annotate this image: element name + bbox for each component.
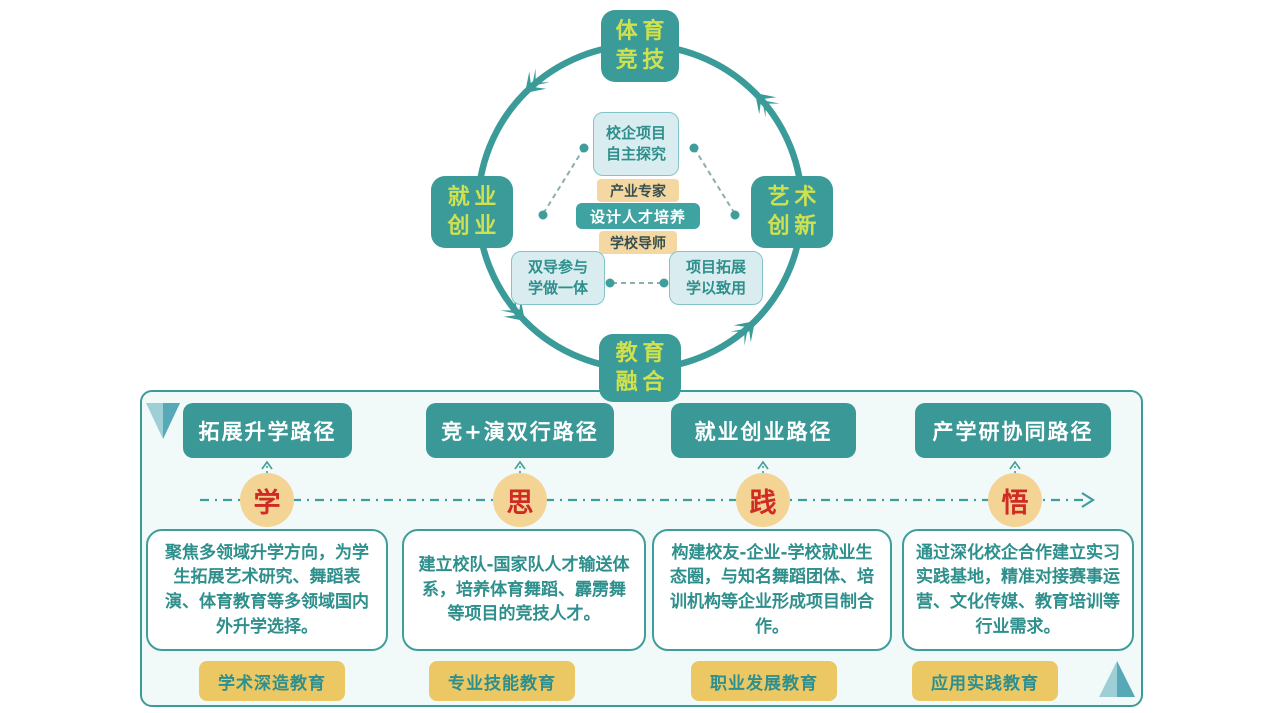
cycle-node-employment-line1: 就业: [447, 184, 502, 210]
stage-circle-practice: 践: [736, 473, 790, 527]
flow-arrowhead-icon: [1081, 492, 1096, 508]
connector-dot-icons: [538, 143, 740, 288]
category-vocational-skill-education: 专业技能教育: [429, 661, 575, 701]
inner-box-project-expansion-line1: 项目拓展: [685, 258, 746, 276]
inner-dashed-connectors: [542, 147, 736, 284]
cycle-node-education-line1: 教育: [615, 340, 670, 366]
inner-box-project-inquiry-line1: 校企项目: [605, 124, 666, 142]
cycle-node-education-line2: 融合: [615, 370, 670, 395]
core-talent-cultivation: 设计人才培养: [576, 203, 700, 229]
inner-box-project-expansion-line2: 学以致用: [685, 279, 746, 297]
cycle-node-education: 教育 融合: [599, 334, 681, 402]
column-header-industry-academia: 产学研协同路径: [915, 403, 1111, 458]
cycle-node-art: 艺术 创新: [751, 176, 833, 248]
column-header-dual-track: 竞+演双行路径: [426, 403, 614, 458]
description-industry-academia: 通过深化校企合作建立实习实践基地，精准对接赛事运营、文化传媒、教育培训等行业需求…: [902, 529, 1134, 651]
tag-school-mentor: 学校导师: [599, 231, 677, 254]
corner-triangle-bottom-right-icon: [1099, 661, 1135, 697]
column-header-further-study: 拓展升学路径: [183, 403, 352, 458]
description-entrepreneurship: 构建校友-企业-学校就业生态圈，与知名舞蹈团体、培训机构等企业形成项目制合作。: [652, 529, 892, 651]
cycle-node-sports-line2: 竞技: [615, 48, 670, 73]
cycle-node-employment: 就业 创业: [431, 176, 513, 248]
cycle-node-sports: 体育 竞技: [601, 10, 679, 82]
dashed-connector-left: [542, 147, 585, 215]
category-applied-practice-education: 应用实践教育: [912, 661, 1058, 701]
inner-box-dual-mentor: 双导参与 学做一体: [511, 251, 605, 305]
column-header-entrepreneurship: 就业创业路径: [671, 403, 856, 458]
inner-box-dual-mentor-line2: 学做一体: [527, 279, 588, 297]
category-career-development-education: 职业发展教育: [691, 661, 837, 701]
column-pointer-icons: [261, 460, 1021, 475]
corner-triangle-top-left-icon: [146, 403, 180, 439]
tag-industry-expert: 产业专家: [597, 179, 679, 202]
inner-box-project-inquiry-line2: 自主探究: [605, 145, 666, 163]
cycle-node-art-line2: 创新: [767, 214, 822, 239]
description-dual-track: 建立校队-国家队人才输送体系，培养体育舞蹈、霹雳舞等项目的竞技人才。: [402, 529, 646, 651]
category-academic-education: 学术深造教育: [199, 661, 345, 701]
dashed-connector-right: [693, 147, 736, 215]
inner-box-dual-mentor-line1: 双导参与: [527, 258, 588, 276]
stage-circle-comprehend: 悟: [988, 473, 1042, 527]
cycle-node-sports-line1: 体育: [615, 18, 670, 44]
stage-circle-learn: 学: [240, 473, 294, 527]
cycle-node-employment-line2: 创业: [447, 214, 502, 239]
inner-box-project-expansion: 项目拓展 学以致用: [669, 251, 763, 305]
stage-circle-think: 思: [493, 473, 547, 527]
description-further-study: 聚焦多领域升学方向，为学生拓展艺术研究、舞蹈表演、体育教育等多领域国内外升学选择…: [146, 529, 388, 651]
inner-box-project-inquiry: 校企项目 自主探究: [593, 112, 679, 176]
cycle-node-art-line1: 艺术: [767, 184, 822, 210]
